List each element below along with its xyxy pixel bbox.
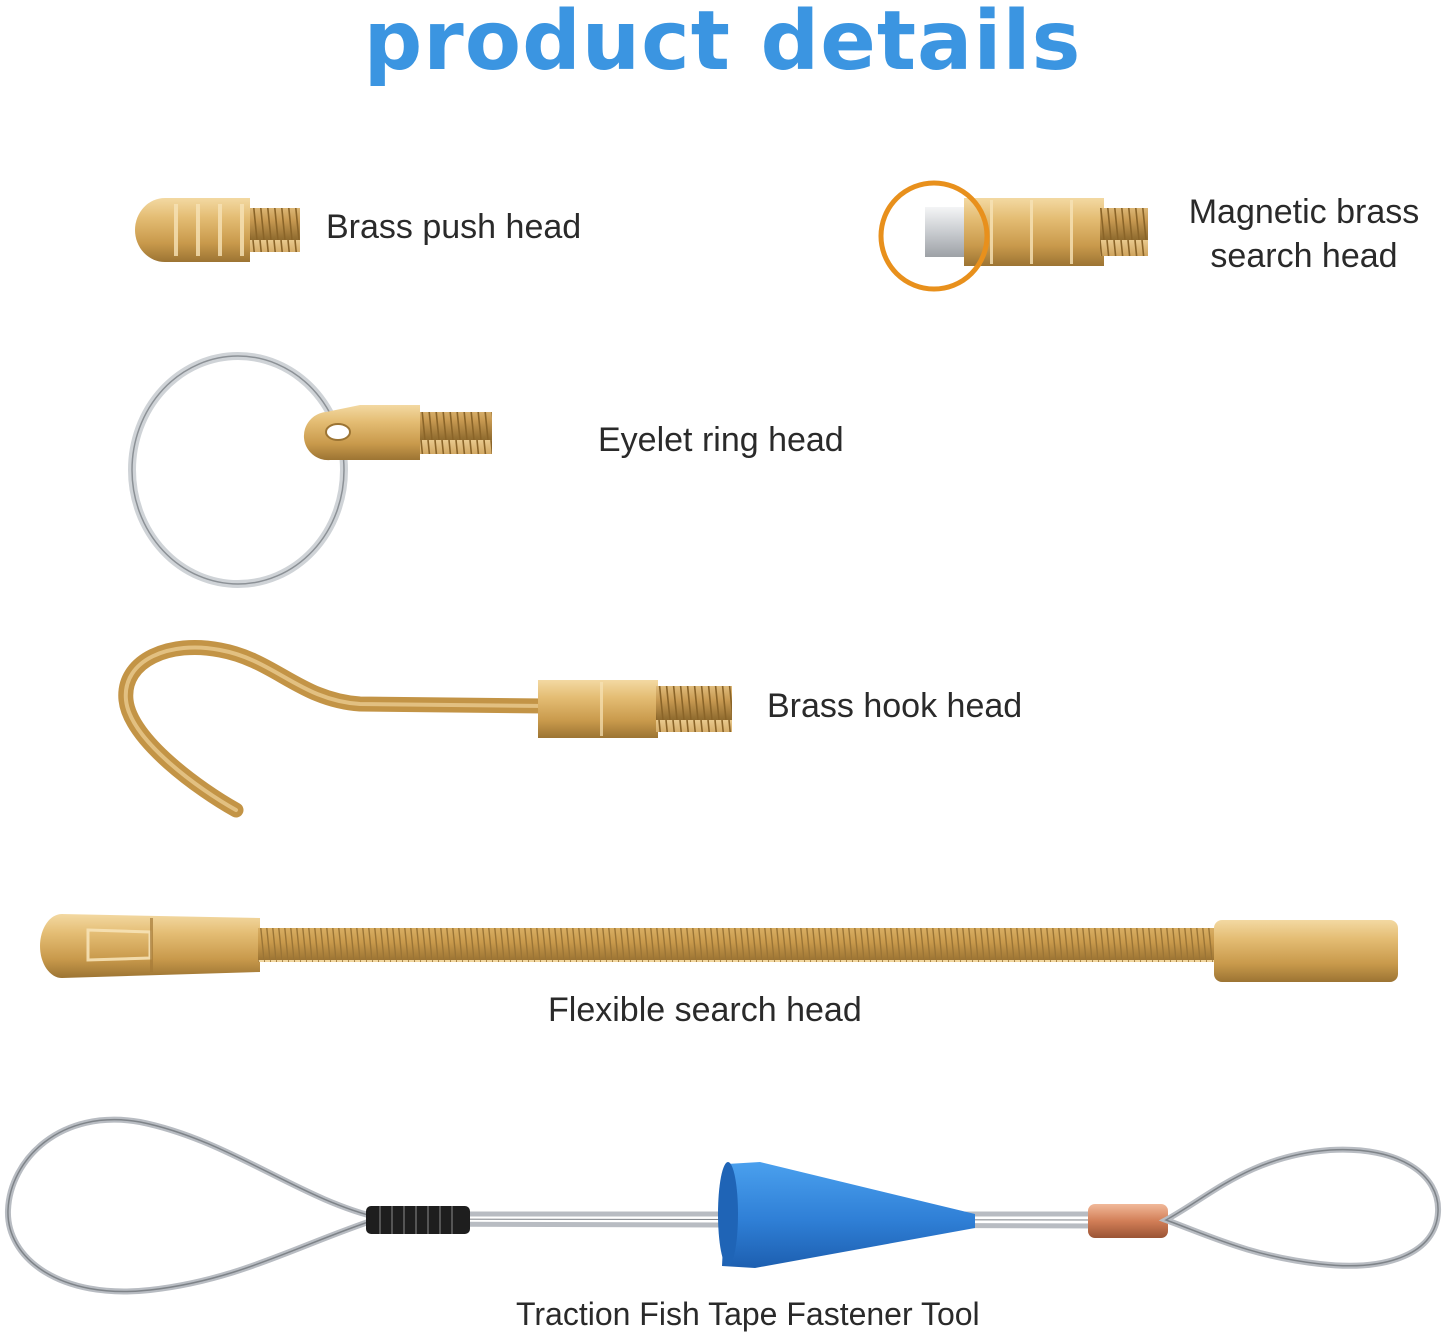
brass-push-head-label: Brass push head — [326, 208, 582, 246]
flexible-search-head-label: Flexible search head — [548, 991, 862, 1029]
page-title: product details — [363, 0, 1082, 89]
magnetic-search-head-image — [878, 180, 1148, 292]
magnetic-search-head-label-line1: Magnetic brass — [1188, 193, 1420, 231]
brass-hook-head-label: Brass hook head — [767, 687, 1023, 725]
fastener-tool-label: Traction Fish Tape Fastener Tool — [516, 1296, 980, 1332]
eyelet-ring-head-image — [128, 352, 492, 588]
brass-hook-head-image — [118, 639, 732, 818]
brass-push-head-image — [135, 198, 300, 262]
eyelet-ring-head-label: Eyelet ring head — [598, 421, 844, 459]
flexible-search-head-image — [40, 914, 1398, 982]
magnetic-search-head-label: Magnetic brass search head — [1170, 190, 1438, 278]
fastener-tool-image — [4, 1116, 1442, 1295]
magnetic-search-head-label-line2: search head — [1210, 237, 1398, 275]
